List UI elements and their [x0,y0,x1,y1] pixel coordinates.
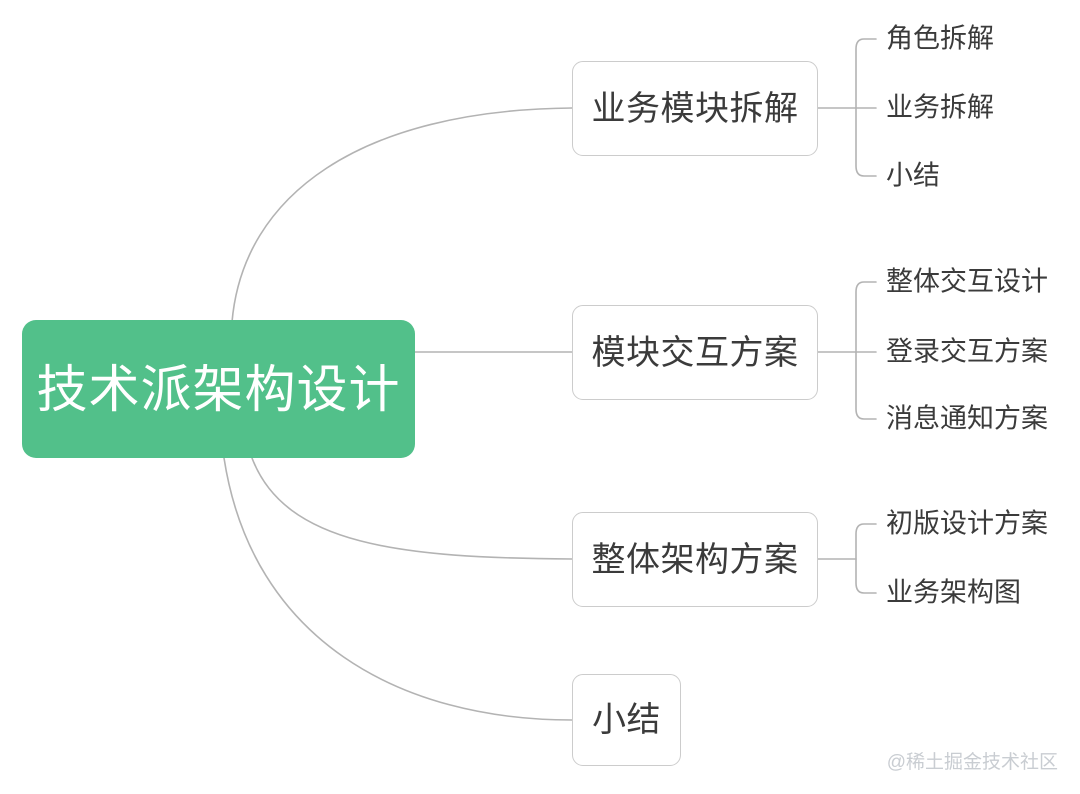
connector-root-to-branch-1 [231,107,573,323]
branch-node-4[interactable]: 小结 [572,674,681,766]
leaf-label-3-1[interactable]: 初版设计方案 [886,508,1048,539]
leaf-label-1-1[interactable]: 角色拆解 [886,23,994,54]
branch-node-4-label: 小结 [592,701,661,739]
branch-node-2[interactable]: 模块交互方案 [572,305,818,400]
root-node[interactable]: 技术派架构设计 [22,320,415,458]
branch-node-3[interactable]: 整体架构方案 [572,512,818,607]
watermark: @稀土掘金技术社区 [886,752,1058,773]
leaf-label-3-2[interactable]: 业务架构图 [886,577,1021,608]
leaf-label-2-3[interactable]: 消息通知方案 [886,403,1048,434]
root-node-label: 技术派架构设计 [36,360,401,418]
branch-node-2-label: 模块交互方案 [591,333,799,372]
branch-node-1-label: 业务模块拆解 [591,89,799,128]
bracket-branch-2 [855,281,877,420]
bracket-branch-1 [855,38,877,177]
connector-root-to-branch-4 [223,457,573,721]
bracket-branch-3 [855,523,877,594]
leaf-label-2-1[interactable]: 整体交互设计 [886,266,1048,297]
connector-root-to-branch-3 [251,457,573,560]
leaf-label-1-3[interactable]: 小结 [886,160,940,191]
leaf-label-1-2[interactable]: 业务拆解 [886,92,994,123]
branch-node-1[interactable]: 业务模块拆解 [572,61,818,156]
leaf-label-2-2[interactable]: 登录交互方案 [886,336,1048,367]
branch-node-3-label: 整体架构方案 [591,540,799,579]
